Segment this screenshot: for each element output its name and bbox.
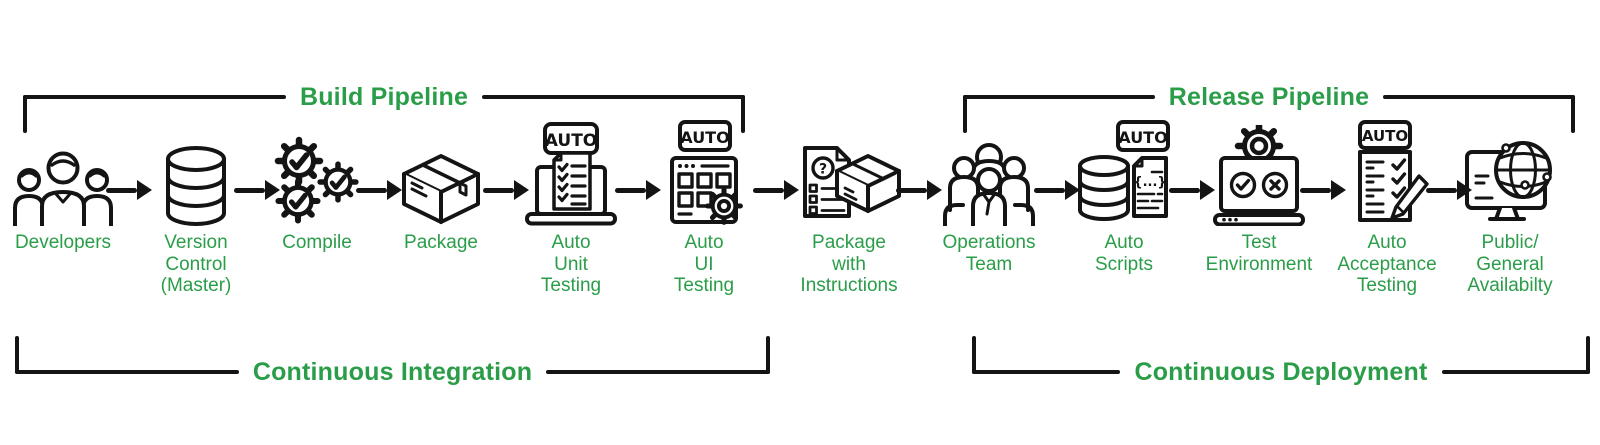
auto-acceptance-testing-icon: AUTO	[1343, 118, 1431, 226]
arrow-right-icon	[896, 180, 942, 200]
auto-badge-label: AUTO	[545, 131, 598, 151]
step-compile: Compile	[242, 118, 392, 254]
auto-ui-testing-window-icon: AUTO	[658, 118, 750, 226]
arrow-right-icon	[1034, 180, 1080, 200]
auto-badge-label: AUTO	[1362, 127, 1408, 145]
step-auto-acceptance-testing: AUTO Auto Acceptance Testing	[1312, 118, 1462, 297]
auto-badge-label: AUTO	[680, 128, 729, 147]
arrow-right-icon	[106, 180, 152, 200]
bracket-line	[1383, 95, 1575, 99]
step-label: Compile	[282, 232, 352, 253]
compile-gears-icon	[269, 118, 365, 226]
operations-team-icon	[943, 118, 1035, 226]
step-label: Operations Team	[942, 232, 1036, 275]
step-label: Version Control (Master)	[160, 232, 232, 296]
step-label: Public/ General Availabilty	[1467, 232, 1553, 296]
step-version-control: Version Control (Master)	[121, 118, 271, 297]
step-label: Package with Instructions	[800, 232, 898, 296]
release-pipeline-bracket: Release Pipeline	[963, 81, 1575, 133]
auto-badge-label: AUTO	[1118, 128, 1167, 147]
step-label: Auto Scripts	[1094, 232, 1154, 275]
bracket-corner	[23, 95, 27, 133]
arrow-right-icon	[234, 180, 280, 200]
release-pipeline-title: Release Pipeline	[1168, 82, 1370, 111]
step-package-with-instructions: ? Package with Instructions	[774, 118, 924, 297]
step-label: Auto Acceptance Testing	[1337, 232, 1437, 296]
bracket-corner	[766, 336, 770, 374]
step-label: Developers	[14, 232, 112, 253]
bracket-corner	[963, 95, 967, 133]
bracket-line	[963, 95, 1155, 99]
step-developers: Developers	[0, 118, 138, 254]
auto-scripts-database-icon: AUTO {...}	[1076, 118, 1172, 226]
step-label: Package	[404, 232, 478, 253]
version-control-database-icon	[164, 118, 228, 226]
arrow-right-icon	[1300, 180, 1346, 200]
bracket-line	[972, 370, 1121, 374]
bracket-corner	[741, 95, 745, 133]
code-braces-label: {...}	[1133, 175, 1166, 190]
developers-team-icon	[10, 118, 116, 226]
arrow-right-icon	[753, 180, 799, 200]
continuous-integration-bracket: Continuous Integration	[15, 336, 770, 388]
bracket-line	[482, 95, 746, 99]
continuous-integration-title: Continuous Integration	[252, 357, 533, 386]
arrow-right-icon	[615, 180, 661, 200]
arrow-right-icon	[483, 180, 529, 200]
step-label: Auto UI Testing	[673, 232, 735, 296]
step-auto-scripts: AUTO {...} Auto Scripts	[1049, 118, 1199, 275]
arrow-right-icon	[1426, 180, 1472, 200]
arrow-right-icon	[1169, 180, 1215, 200]
package-box-icon	[400, 118, 482, 226]
step-label: Auto Unit Testing	[540, 232, 602, 296]
auto-unit-testing-laptop-icon: AUTO	[525, 118, 617, 226]
bracket-corner	[15, 336, 19, 374]
build-pipeline-title: Build Pipeline	[299, 82, 469, 111]
step-label: Test Environment	[1205, 232, 1313, 275]
step-auto-unit-testing: AUTO Auto Unit Testing	[496, 118, 646, 297]
step-public-general-availability: Public/ General Availabilty	[1435, 118, 1585, 297]
continuous-deployment-bracket: Continuous Deployment	[972, 336, 1590, 388]
package-with-instructions-icon: ?	[795, 118, 903, 226]
step-package: Package	[366, 118, 516, 254]
bracket-line	[546, 370, 770, 374]
public-general-availability-icon	[1463, 118, 1557, 226]
bracket-corner	[1571, 95, 1575, 133]
step-auto-ui-testing: AUTO Auto UI Testing	[629, 118, 779, 297]
build-pipeline-bracket: Build Pipeline	[23, 81, 746, 133]
test-environment-laptop-icon	[1211, 118, 1307, 226]
step-operations-team: Operations Team	[914, 118, 1064, 275]
bracket-line	[15, 370, 239, 374]
continuous-deployment-title: Continuous Deployment	[1134, 357, 1428, 386]
arrow-right-icon	[356, 180, 402, 200]
bracket-corner	[972, 336, 976, 374]
bracket-line	[1441, 370, 1590, 374]
bracket-line	[23, 95, 286, 99]
question-mark-label: ?	[819, 162, 827, 178]
step-test-environment: Test Environment	[1184, 118, 1334, 275]
bracket-corner	[1586, 336, 1590, 374]
